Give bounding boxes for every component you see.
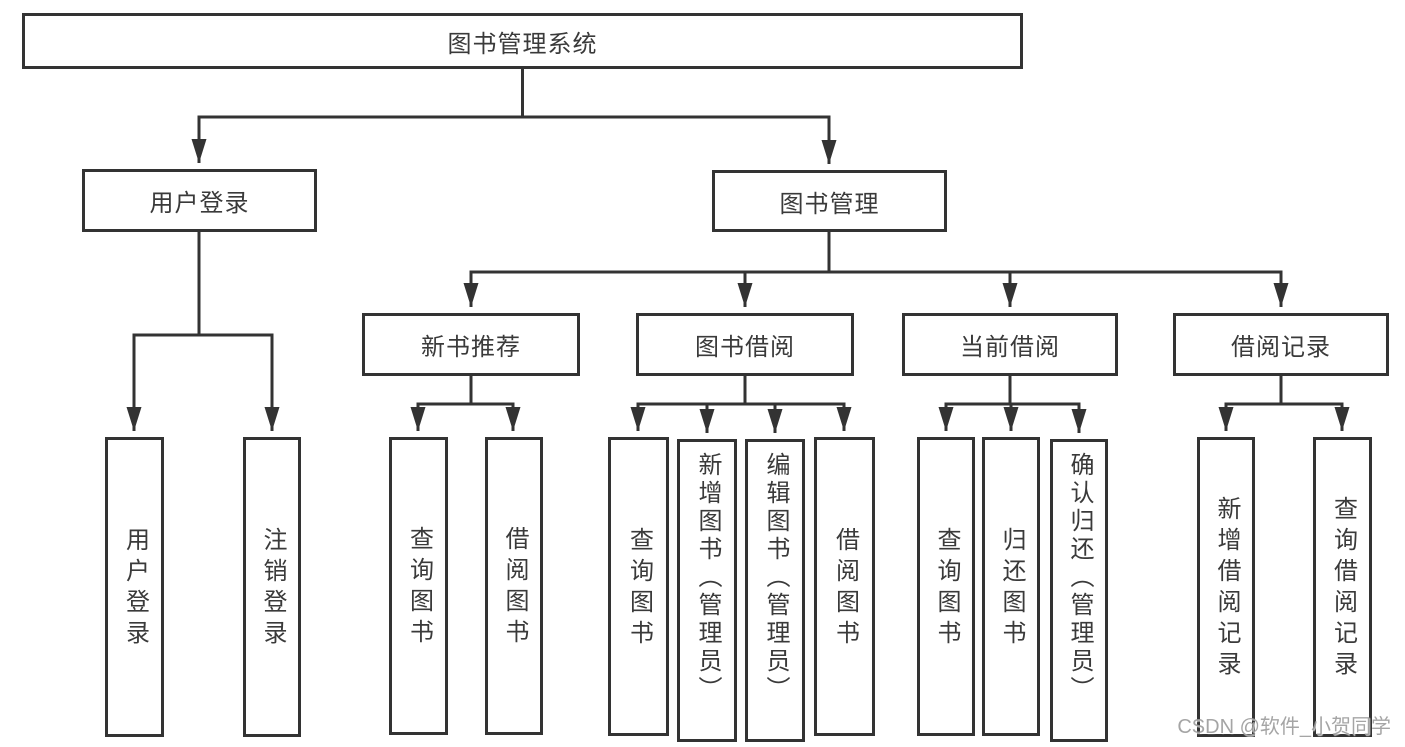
leaf-confirm-return-admin: 确认归还（管理员） xyxy=(1050,439,1108,742)
leaf-borrow-books-recommend: 借阅图书 xyxy=(485,437,543,735)
leaf-add-books-admin: 新增图书（管理员） xyxy=(677,439,737,742)
node-user-login-branch: 用户登录 xyxy=(82,169,317,232)
leaf-logout: 注销登录 xyxy=(243,437,301,737)
leaf-user-login: 用户登录 xyxy=(105,437,164,737)
leaf-query-books-current: 查询图书 xyxy=(917,437,975,736)
node-borrow-records: 借阅记录 xyxy=(1173,313,1389,376)
leaf-query-books-borrow: 查询图书 xyxy=(608,437,669,736)
leaf-query-books-recommend: 查询图书 xyxy=(389,437,448,735)
node-new-book-recommend: 新书推荐 xyxy=(362,313,580,376)
leaf-edit-books-admin: 编辑图书（管理员） xyxy=(745,439,805,742)
leaf-add-borrow-record: 新增借阅记录 xyxy=(1197,437,1255,737)
node-current-borrow: 当前借阅 xyxy=(902,313,1118,376)
leaf-return-books: 归还图书 xyxy=(982,437,1040,736)
leaf-query-borrow-record: 查询借阅记录 xyxy=(1313,437,1372,737)
csdn-watermark: CSDN @软件_小贺同学 xyxy=(1177,716,1391,738)
node-library-system: 图书管理系统 xyxy=(22,13,1023,69)
node-book-management-branch: 图书管理 xyxy=(712,170,947,232)
node-book-borrow: 图书借阅 xyxy=(636,313,854,376)
leaf-borrow-books: 借阅图书 xyxy=(814,437,875,736)
